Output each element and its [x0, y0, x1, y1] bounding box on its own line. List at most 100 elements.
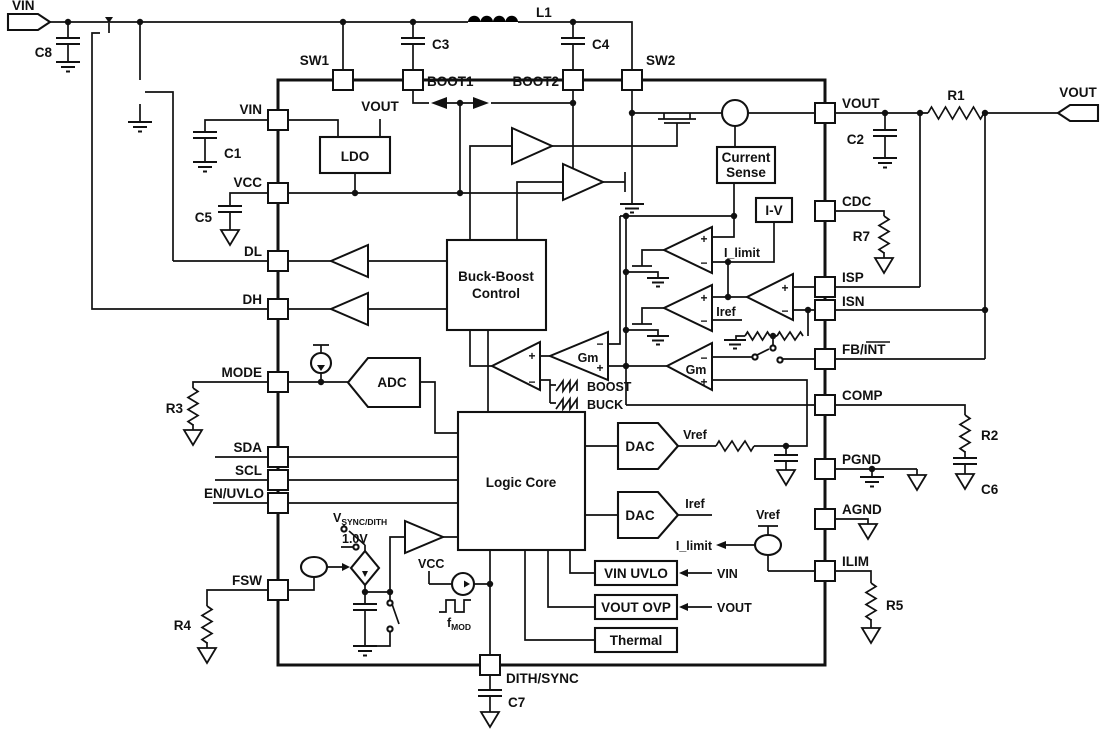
minus-mark: − — [700, 256, 707, 270]
minus-mark: − — [700, 351, 707, 365]
component-label-c4: C4 — [592, 37, 610, 52]
vin-input-tag — [6, 12, 52, 32]
block-label-ldo: LDO — [341, 149, 370, 164]
mode-source-arrow-icon — [317, 365, 325, 371]
component-label-r5: R5 — [886, 598, 904, 613]
fsw-sense-loop — [299, 555, 329, 579]
pin-label-sw2: SW2 — [646, 53, 675, 68]
minus-mark: − — [596, 337, 603, 351]
component-label-r7: R7 — [853, 229, 870, 244]
switch-contact — [340, 525, 348, 533]
switch-contact — [352, 543, 360, 551]
ground-arrow-c6 — [954, 473, 976, 491]
pin-vout — [814, 102, 836, 124]
component-label-c2: C2 — [847, 132, 864, 147]
ground-pgnd — [860, 476, 884, 488]
pin-label-boot2: BOOT2 — [512, 74, 559, 89]
signal-label-iref-dac: Iref — [685, 497, 705, 511]
block-label-vout-ovp: VOUT OVP — [601, 600, 671, 615]
cap-c2 — [873, 128, 897, 138]
switch-contact — [386, 625, 394, 633]
component-label-r1: R1 — [947, 88, 965, 103]
labels: VIN VOUT SW1 BOOT1 BOOT2 SW2 VIN VCC DL … — [12, 0, 1097, 710]
pin-fsw — [267, 579, 289, 601]
low-side-fet — [140, 80, 145, 104]
block-label-adc: ADC — [377, 375, 406, 390]
ground-qdl — [128, 121, 152, 133]
signal-label-gm-right: Gm — [686, 363, 707, 377]
vin-uvlo-block — [593, 559, 679, 587]
cap-fsw — [353, 602, 377, 612]
pin-dith-sync — [479, 654, 501, 676]
inductor-l1 — [468, 15, 518, 22]
iref-comparator — [661, 283, 713, 333]
pin-label-en-uvlo: EN/UVLO — [204, 486, 264, 501]
iv-block — [754, 196, 794, 224]
component-label-c3: C3 — [432, 37, 450, 52]
pin-scl — [267, 469, 289, 491]
hs-driver — [511, 126, 555, 166]
block-label-thermal: Thermal — [610, 633, 663, 648]
vin-tag-label: VIN — [12, 0, 35, 13]
ground-clamp-b — [647, 335, 669, 346]
plus-mark: + — [781, 281, 788, 295]
ilim-source-loop — [753, 533, 783, 557]
signal-label-vcc-fmod: VCC — [418, 557, 444, 571]
signal-label-1v: 1.0V — [342, 532, 368, 546]
signal-label-boost: BOOST — [587, 380, 632, 394]
grounds — [56, 61, 976, 729]
pin-label-mode: MODE — [222, 365, 263, 380]
blocks — [318, 135, 794, 654]
plus-mark: + — [596, 361, 603, 375]
component-label-c1: C1 — [224, 146, 242, 161]
pin-boot2 — [562, 69, 584, 91]
fmod-source-arrow-icon — [464, 580, 470, 588]
pin-dl — [267, 250, 289, 272]
pin-sw2 — [621, 69, 643, 91]
component-label-r3: R3 — [166, 401, 184, 416]
current-sense-block — [715, 145, 777, 185]
block-label-current-sense-2: Sense — [726, 165, 766, 180]
pin-vin — [267, 109, 289, 131]
block-label-buck-boost-1: Buck-Boost — [458, 269, 534, 284]
pin-cdc — [814, 200, 836, 222]
back-to-back-fet — [96, 13, 122, 33]
resistor-r3 — [186, 387, 200, 426]
pin-label-vcc: VCC — [233, 175, 262, 190]
logic-core-block — [456, 410, 587, 552]
ovp-arrow-icon — [679, 603, 688, 611]
plus-mark: + — [700, 375, 707, 389]
signal-label-ilimit-out: I_limit — [676, 539, 713, 553]
pin-label-comp: COMP — [842, 388, 883, 403]
pin-label-agnd: AGND — [842, 502, 882, 517]
ilimit-comparator — [661, 225, 713, 275]
resistor-divider-bottom — [744, 330, 771, 342]
capacitors — [56, 36, 977, 698]
pin-label-sw1: SW1 — [300, 53, 330, 68]
pin-dh — [267, 298, 289, 320]
pin-ilim — [814, 560, 836, 582]
pin-label-sda: SDA — [233, 440, 262, 455]
dac-vref-block — [616, 421, 680, 471]
signal-label-vout-ovp-in: VOUT — [717, 601, 752, 615]
mode-current-source — [309, 351, 333, 375]
discrete-symbols — [6, 12, 1100, 123]
pin-label-fb-int: FB/INT — [842, 342, 886, 357]
diamond-arrow-icon — [362, 571, 368, 577]
ground-arrow-r5 — [860, 627, 882, 645]
block-label-vin-uvlo: VIN UVLO — [604, 566, 668, 581]
resistor-r1 — [927, 105, 985, 121]
ground-nfet-sw2 — [620, 203, 644, 214]
resistor-vref-filter — [715, 439, 755, 453]
component-label-r4: R4 — [174, 618, 192, 633]
signal-label-vout-ldo: VOUT — [361, 99, 399, 114]
plus-mark: + — [700, 291, 707, 305]
pin-agnd — [814, 508, 836, 530]
buck-boost-control-block — [445, 238, 548, 332]
pin-label-pgnd: PGND — [842, 452, 881, 467]
pin-comp — [814, 394, 836, 416]
ground-fsw-cap — [353, 645, 377, 657]
pin-label-isp: ISP — [842, 270, 864, 285]
plus-mark: + — [528, 349, 535, 363]
